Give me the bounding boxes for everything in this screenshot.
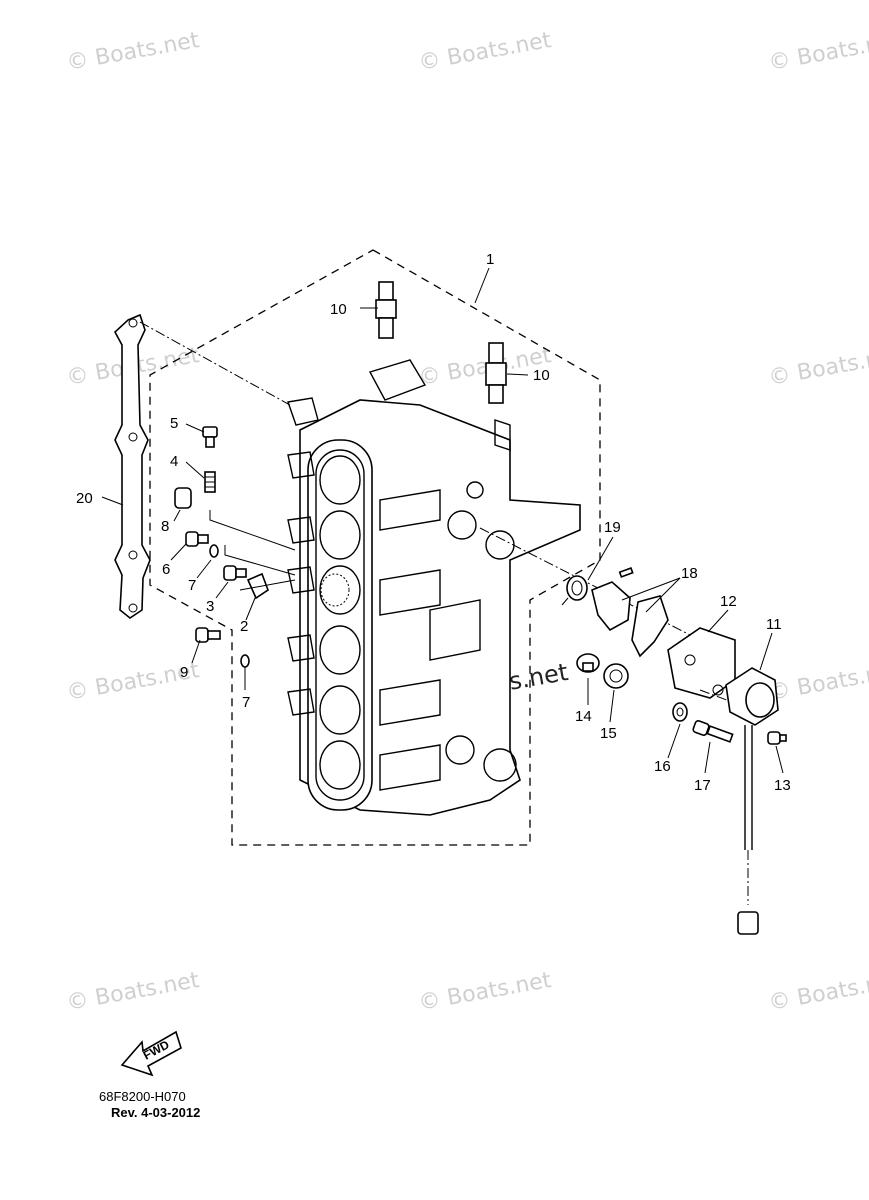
callout-7-lower: 7 (242, 694, 250, 711)
watermark: © Boats.net (417, 968, 554, 1016)
watermark: © Boats.net (767, 658, 869, 706)
watermark: © Boats.net (65, 28, 202, 76)
alignment-line (139, 321, 291, 406)
alignment-line (699, 689, 741, 706)
callout-8: 8 (161, 518, 169, 535)
watermark: © Boats.net (767, 343, 869, 391)
shaft-axis-line (479, 527, 701, 641)
drawing-code: 68F8200-H070 (99, 1089, 186, 1104)
pin-part-8 (174, 487, 192, 509)
watermark: © Boats.net (417, 28, 554, 76)
screw-part-17 (692, 720, 734, 743)
assembly-boundary-dashed (149, 249, 601, 846)
main-block-part-1 (287, 359, 581, 816)
callout-1: 1 (486, 251, 494, 268)
spring-part-19 (561, 575, 588, 606)
spring-part-4 (204, 471, 216, 493)
callout-13: 13 (774, 777, 791, 794)
callout-17: 17 (694, 777, 711, 794)
callout-11: 11 (766, 616, 782, 633)
gasket-part-20 (114, 313, 151, 619)
leader-guide (239, 579, 296, 591)
callout-6: 6 (162, 561, 170, 578)
sensor-part-11 (725, 667, 779, 935)
watermark: © Boats.net (65, 968, 202, 1016)
screw-part-9 (195, 627, 221, 643)
callout-16: 16 (654, 758, 671, 775)
plug-part-14 (576, 653, 600, 673)
callout-20: 20 (76, 490, 93, 507)
fitting-part-10-lower (485, 342, 507, 404)
leader-guide (224, 545, 296, 576)
washer-part-7-lower (240, 654, 250, 668)
callout-2: 2 (240, 618, 248, 635)
screw-part-6 (185, 531, 209, 547)
housing-part-12 (667, 627, 736, 699)
washer-part-7-upper (209, 544, 219, 558)
callout-19: 19 (604, 519, 621, 536)
washer-part-16 (672, 702, 688, 722)
leader-guide (209, 510, 296, 551)
callout-9: 9 (180, 664, 188, 681)
screw-part-13 (767, 731, 787, 745)
callout-leaders (101, 267, 784, 774)
bracket-part-2 (246, 572, 269, 600)
callout-7-upper: 7 (188, 577, 196, 594)
callout-10-lower: 10 (533, 367, 550, 384)
revision-date: Rev. 4-03-2012 (111, 1105, 200, 1120)
watermark: © Boats.net (767, 968, 869, 1016)
screw-part-5 (202, 426, 218, 448)
callout-10-upper: 10 (330, 301, 347, 318)
callout-15: 15 (600, 725, 617, 742)
fitting-part-10-upper (375, 281, 397, 339)
fwd-arrow-icon: FWD (120, 1030, 182, 1077)
callout-4: 4 (170, 453, 178, 470)
callout-5: 5 (170, 415, 178, 432)
bushing-part-15 (603, 663, 629, 689)
callout-12: 12 (720, 593, 737, 610)
callout-18: 18 (681, 565, 698, 582)
lever-part-18 (591, 567, 669, 658)
screw-part-3 (223, 565, 247, 581)
callout-14: 14 (575, 708, 592, 725)
watermark: © Boats.net (767, 28, 869, 76)
callout-3: 3 (206, 598, 214, 615)
callout-labels: 1 10 10 5 4 8 20 6 7 3 2 9 7 19 18 12 11… (76, 251, 791, 794)
